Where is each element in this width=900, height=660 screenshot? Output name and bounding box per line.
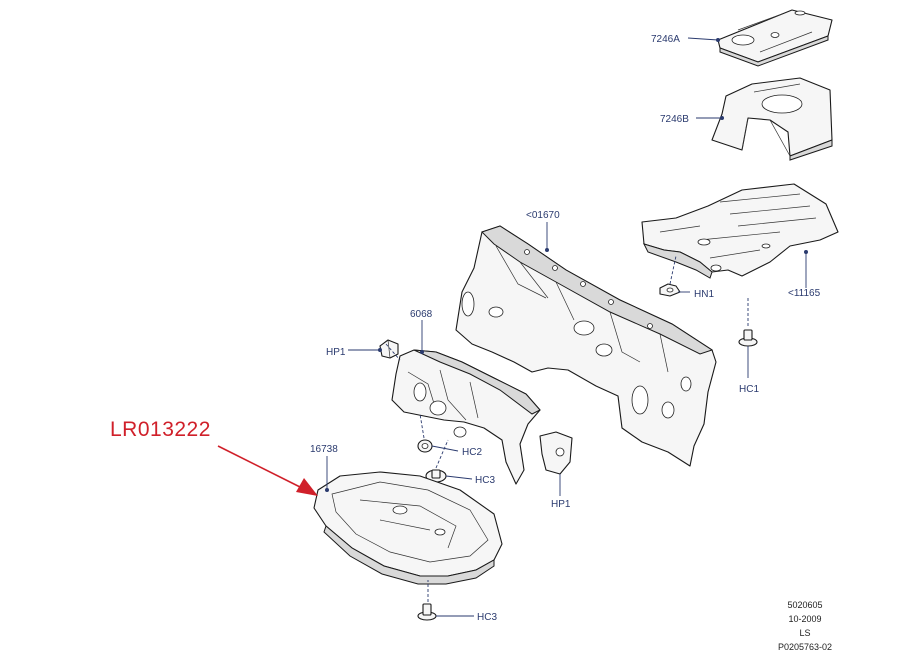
label-hc2: HC2 [462, 447, 482, 458]
callout-part-number: LR013222 [110, 418, 211, 441]
part-7246a [717, 9, 833, 67]
callout-arrow [217, 445, 318, 496]
label-16738: 16738 [310, 444, 338, 455]
label-7246b: 7246B [660, 114, 689, 125]
leader-lines [325, 37, 808, 617]
fastener-hc2 [417, 439, 433, 453]
label-hp1-lower: HP1 [551, 499, 571, 510]
label-01670: <01670 [526, 210, 560, 221]
stamp-line-4: P0205763-02 [777, 642, 833, 652]
label-hn1: HN1 [694, 289, 714, 300]
part-16738 [313, 471, 503, 585]
stamp-line-1: 5020605 [787, 600, 823, 610]
label-hc1: HC1 [739, 384, 759, 395]
stamp-line-2: 10-2009 [788, 614, 822, 624]
part-6068 [391, 349, 541, 485]
part-01670 [455, 225, 717, 467]
fastener-hp1-upper [379, 339, 399, 359]
fastener-hn1 [659, 283, 681, 297]
drawing-stamp: 5020605 10-2009 LS P0205763-02 [770, 598, 840, 654]
label-7246a: 7246A [651, 34, 680, 45]
label-hp1-upper: HP1 [326, 347, 346, 358]
fastener-hp1-lower [539, 431, 573, 475]
part-7246b [711, 77, 833, 161]
fastener-hc3-bottom [417, 603, 437, 621]
label-hc3-middle: HC3 [475, 475, 495, 486]
part-11165 [641, 183, 839, 279]
label-hc3-bottom: HC3 [477, 612, 497, 623]
label-6068: 6068 [410, 309, 433, 320]
label-11165: <11165 [788, 288, 821, 299]
stamp-line-3: LS [799, 628, 811, 638]
fastener-hc1 [738, 329, 758, 347]
